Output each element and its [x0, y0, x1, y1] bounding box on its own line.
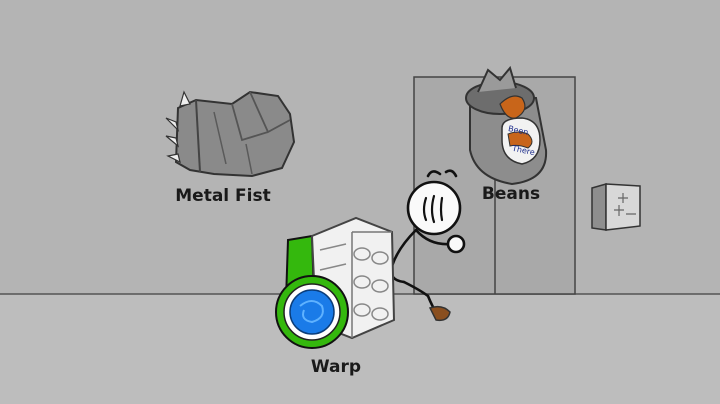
metal-fist-icon [165, 90, 296, 178]
elevator-panel-icon [591, 183, 641, 231]
beans-can-icon [465, 65, 548, 186]
warp-label: Warp [310, 357, 362, 377]
warp-device-icon [275, 216, 396, 349]
warp-option[interactable] [270, 214, 400, 380]
metal-fist-label: Metal Fist [175, 186, 271, 206]
stickman-shoe [428, 305, 451, 322]
beans-label: Beans [481, 184, 541, 204]
